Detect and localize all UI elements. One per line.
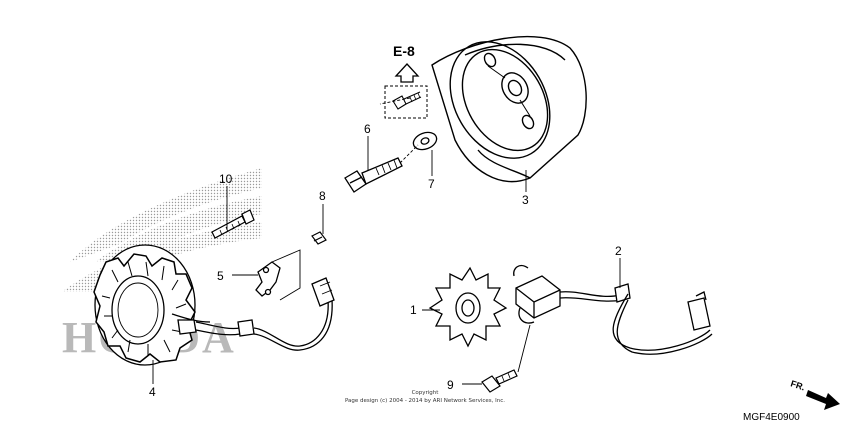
callout-10[interactable]: 10 [219,172,233,186]
callout-3[interactable]: 3 [522,193,529,207]
washer[interactable] [411,129,439,152]
clamp-leader-line [271,249,301,301]
callout-5[interactable]: 5 [217,269,224,283]
stator-screw[interactable] [211,209,255,239]
flywheel[interactable] [430,24,587,183]
reference-bolt-box[interactable] [384,85,428,119]
callout-9[interactable]: 9 [447,378,454,392]
reference-arrow: E-8 [393,43,420,83]
leader-lines [152,97,621,385]
flywheel-bolt[interactable] [344,157,403,193]
copyright-line-1: Copyright [412,390,440,396]
clamp-bolt[interactable] [311,231,327,245]
front-label: FR. [789,378,806,392]
callout-6[interactable]: 6 [364,122,371,136]
front-arrow-icon [806,390,840,410]
pulser-rotor[interactable] [428,266,508,348]
wire-clamp[interactable] [255,261,281,297]
diagram-code: MGF4E0900 [743,412,800,423]
reference-label: E-8 [393,43,415,59]
callout-1[interactable]: 1 [410,303,417,317]
pulser-bolt[interactable] [481,369,518,393]
stator[interactable] [93,244,335,366]
callout-8[interactable]: 8 [319,189,326,203]
pulser-generator[interactable] [513,264,713,355]
callout-2[interactable]: 2 [615,244,622,258]
front-direction-indicator: FR. [789,378,840,410]
callout-7[interactable]: 7 [428,177,435,191]
up-arrow-icon [394,63,420,83]
copyright-line-2: Page design (c) 2004 - 2014 by ARI Netwo… [345,398,505,404]
callout-4[interactable]: 4 [149,385,156,399]
